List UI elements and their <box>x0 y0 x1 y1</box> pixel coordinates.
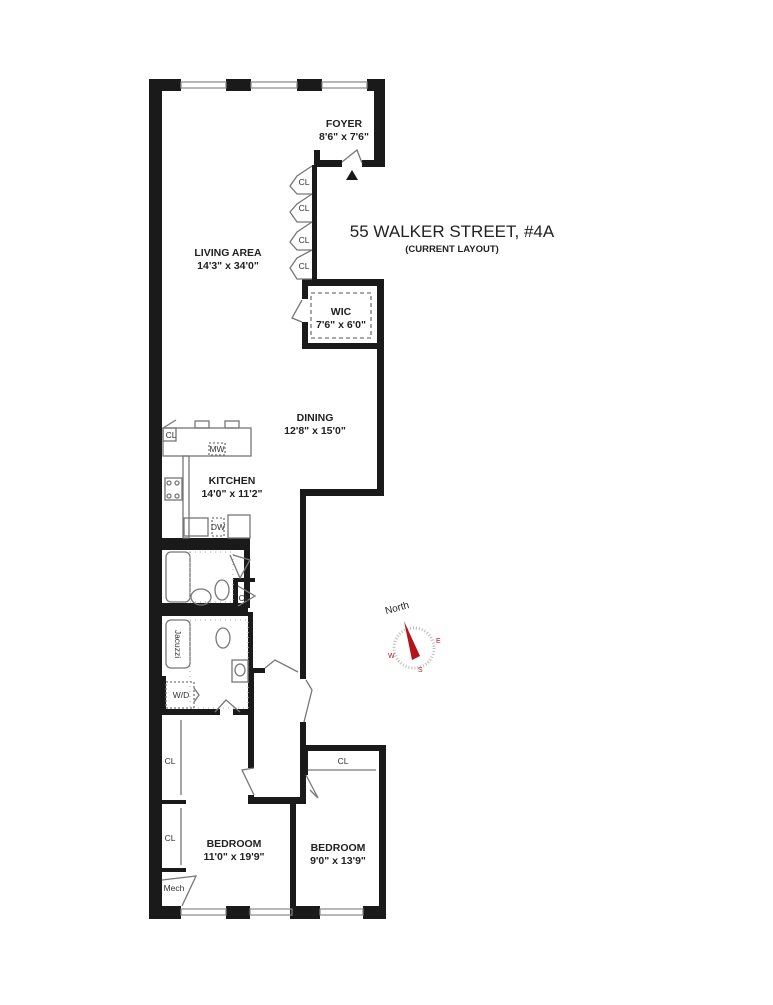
windows <box>180 81 368 916</box>
dishwasher-label: DW <box>210 522 226 532</box>
room-bedroom-2: BEDROOM 9'0" x 13'9" <box>310 842 366 867</box>
svg-text:S: S <box>418 667 423 674</box>
closet-label: CL <box>164 756 176 766</box>
room-dining: DINING 12'8" x 15'0" <box>284 412 346 437</box>
closet-label: CL <box>298 203 310 213</box>
svg-text:W: W <box>388 653 395 660</box>
room-bedroom-1: BEDROOM 11'0" x 19'9" <box>203 838 265 863</box>
plan-title: 55 WALKER STREET, #4A (CURRENT LAYOUT) <box>350 222 554 255</box>
closet-label: CL <box>164 833 176 843</box>
svg-text:E: E <box>436 638 441 645</box>
closet-label: CL <box>298 177 310 187</box>
closet-label: CL <box>298 261 310 271</box>
layout-label: (CURRENT LAYOUT) <box>405 244 499 255</box>
room-wic: WIC 7'6" x 6'0" <box>316 306 366 331</box>
compass-icon: E S W <box>388 621 441 674</box>
room-living-area: LIVING AREA 14'3" x 34'0" <box>194 247 262 272</box>
room-foyer: FOYER 8'6" x 7'6" <box>319 118 369 143</box>
entry-arrow-icon <box>346 170 358 180</box>
room-kitchen: KITCHEN 14'0" x 11'2" <box>201 475 263 500</box>
jacuzzi-label: Jacuzzi <box>173 629 183 659</box>
washer-dryer-label: W/D <box>172 690 190 700</box>
mech-label: Mech <box>163 883 185 893</box>
closet-label: CL <box>298 235 310 245</box>
microwave-label: MW <box>209 444 225 454</box>
closet-label: CL <box>165 430 177 440</box>
walls <box>149 79 386 919</box>
closet-label: CL <box>238 593 250 603</box>
doors-and-fixtures <box>161 148 376 907</box>
address-label: 55 WALKER STREET, #4A <box>349 222 555 241</box>
closet-label: CL <box>337 756 349 766</box>
